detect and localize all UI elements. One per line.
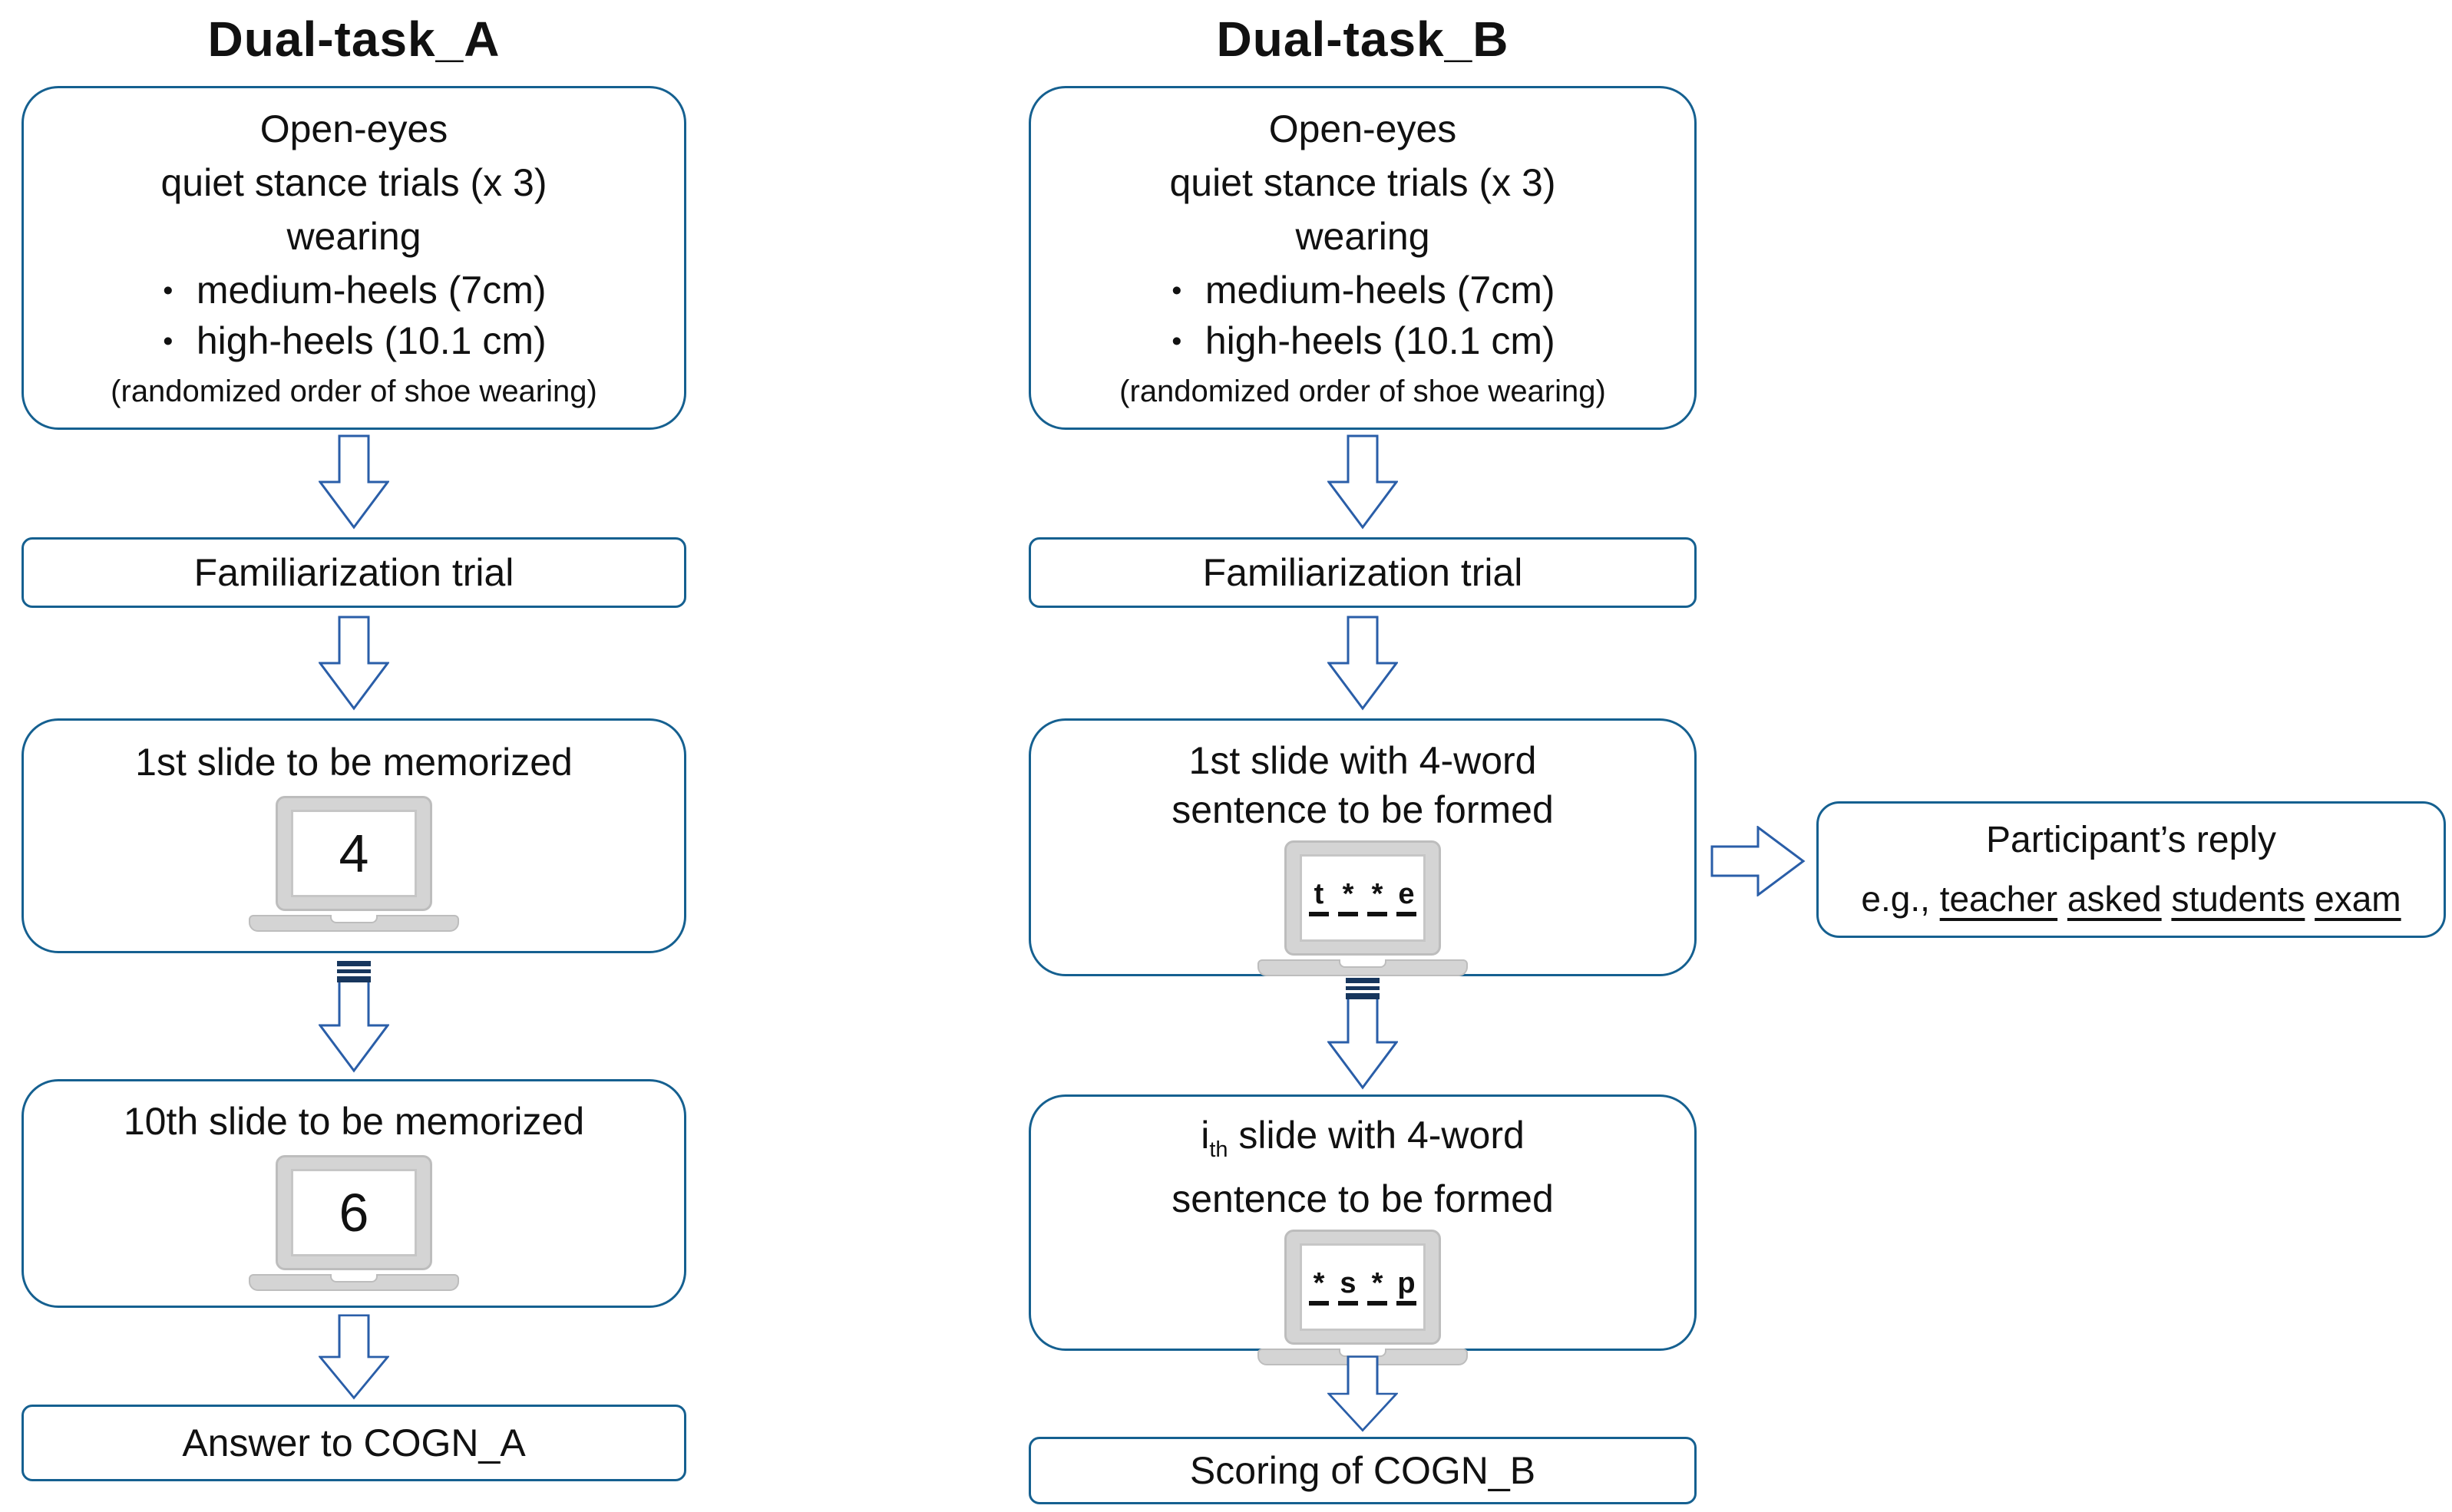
- stance-line: quiet stance trials (x 3): [160, 161, 547, 204]
- eg-prefix: e.g.,: [1861, 879, 1940, 919]
- flow-arrow-down-icon: [1327, 616, 1398, 711]
- slide-label-line2: sentence to be formed: [1171, 788, 1554, 831]
- underlined-word: exam: [2315, 879, 2401, 919]
- flow-break-arrow-icon: [319, 959, 389, 1073]
- laptop-base: [249, 1274, 459, 1291]
- laptop-base: [249, 915, 459, 932]
- slide-label: 1st slide to be memorized: [135, 741, 573, 784]
- answer-cogn-a-label: Answer to COGN_A: [182, 1421, 526, 1464]
- ith-subscript: th: [1209, 1137, 1228, 1162]
- randomization-note: (randomized order of shoe wearing): [111, 375, 597, 408]
- stance-trials-box-a: Open-eyes quiet stance trials (x 3) wear…: [21, 86, 686, 430]
- screen-value: 6: [339, 1183, 369, 1243]
- familiarization-label: Familiarization trial: [193, 551, 514, 594]
- participant-reply-box: Participant’s reply e.g., teacher asked …: [1816, 801, 2446, 938]
- laptop-lid: t**e: [1284, 840, 1441, 956]
- bullet-item: •high-heels (10.1 cm): [1171, 319, 1555, 362]
- laptop-lid: *s*p: [1284, 1230, 1441, 1345]
- stance-line: wearing: [286, 215, 421, 258]
- underlined-word: asked: [2067, 879, 2162, 919]
- reply-title: Participant’s reply: [1986, 820, 2276, 860]
- slide-label-line2: sentence to be formed: [1171, 1177, 1554, 1220]
- slide-label-line1: ith slide with 4-word: [1031, 1111, 1694, 1174]
- stance-line: wearing: [1295, 215, 1430, 258]
- word-initial-token: *: [1338, 879, 1358, 916]
- word-initial-token: p: [1396, 1268, 1416, 1306]
- randomization-note: (randomized order of shoe wearing): [1119, 375, 1606, 408]
- flow-arrow-right-icon: [1710, 826, 1806, 896]
- screen-value: 4: [339, 824, 369, 883]
- bullet-item: •high-heels (10.1 cm): [163, 319, 547, 362]
- familiarization-label: Familiarization trial: [1202, 551, 1523, 594]
- ith-rest: slide with 4-word: [1228, 1114, 1525, 1157]
- laptop-screen: 6: [291, 1169, 417, 1256]
- shoe-bullet-list: •medium-heels (7cm) •high-heels (10.1 cm…: [1170, 265, 1555, 366]
- scoring-cogn-b-box: Scoring of COGN_B: [1029, 1437, 1697, 1504]
- word-initial-token: *: [1367, 879, 1387, 916]
- flow-arrow-down-icon: [319, 1314, 389, 1400]
- laptop-icon: t**e: [1031, 840, 1694, 976]
- stance-line: Open-eyes: [1268, 107, 1457, 150]
- laptop-screen: t**e: [1300, 854, 1426, 942]
- stance-line: quiet stance trials (x 3): [1169, 161, 1556, 204]
- first-slide-box-a: 1st slide to be memorized 4: [21, 718, 686, 953]
- underlined-word: students: [2171, 879, 2305, 919]
- bullet-item: •medium-heels (7cm): [163, 269, 547, 312]
- flow-arrow-down-icon: [319, 616, 389, 711]
- reply-example: e.g., teacher asked students exam: [1861, 870, 2401, 928]
- laptop-icon: 4: [24, 796, 684, 932]
- flow-arrow-down-icon: [1327, 434, 1398, 530]
- laptop-lid: 6: [276, 1155, 432, 1270]
- stance-trials-box-b: Open-eyes quiet stance trials (x 3) wear…: [1029, 86, 1697, 430]
- tenth-slide-box-a: 10th slide to be memorized 6: [21, 1079, 686, 1308]
- laptop-screen: 4: [291, 810, 417, 897]
- bullet-icon: •: [163, 274, 173, 306]
- answer-cogn-a-box: Answer to COGN_A: [21, 1405, 686, 1481]
- ith-prefix: i: [1201, 1114, 1210, 1157]
- word-initial-token: *: [1367, 1268, 1387, 1306]
- bullet-icon: •: [163, 325, 173, 357]
- familiarization-box-a: Familiarization trial: [21, 537, 686, 608]
- slide-label-line1: 1st slide with 4-word: [1188, 739, 1537, 782]
- slide-label: 10th slide to be memorized: [123, 1100, 585, 1143]
- laptop-screen: *s*p: [1300, 1243, 1426, 1331]
- bullet-item: •medium-heels (7cm): [1171, 269, 1555, 312]
- word-initial-token: e: [1396, 879, 1416, 916]
- word-initials-row: t**e: [1304, 879, 1421, 916]
- word-initial-token: t: [1309, 879, 1329, 916]
- laptop-base: [1257, 959, 1468, 976]
- flow-arrow-down-icon: [319, 434, 389, 530]
- ith-slide-box-b: ith slide with 4-word sentence to be for…: [1029, 1094, 1697, 1365]
- dual-task-a-title: Dual-task_A: [207, 12, 501, 67]
- bullet-icon: •: [1171, 325, 1182, 357]
- word-initial-token: *: [1309, 1268, 1329, 1306]
- first-slide-box-b: 1st slide with 4-word sentence to be for…: [1029, 718, 1697, 976]
- stance-line: Open-eyes: [259, 107, 448, 150]
- flow-break-arrow-icon: [1327, 976, 1398, 1090]
- dual-task-b-title: Dual-task_B: [1216, 12, 1509, 67]
- word-initial-token: s: [1338, 1268, 1358, 1306]
- familiarization-box-b: Familiarization trial: [1029, 537, 1697, 608]
- word-initials-row: *s*p: [1304, 1268, 1421, 1306]
- laptop-lid: 4: [276, 796, 432, 911]
- laptop-icon: *s*p: [1031, 1230, 1694, 1365]
- scoring-cogn-b-label: Scoring of COGN_B: [1189, 1449, 1536, 1492]
- underlined-word: teacher: [1939, 879, 2058, 919]
- bullet-icon: •: [1171, 274, 1182, 306]
- shoe-bullet-list: •medium-heels (7cm) •high-heels (10.1 cm…: [161, 265, 547, 366]
- flow-arrow-down-icon: [1327, 1355, 1398, 1432]
- laptop-icon: 6: [24, 1155, 684, 1291]
